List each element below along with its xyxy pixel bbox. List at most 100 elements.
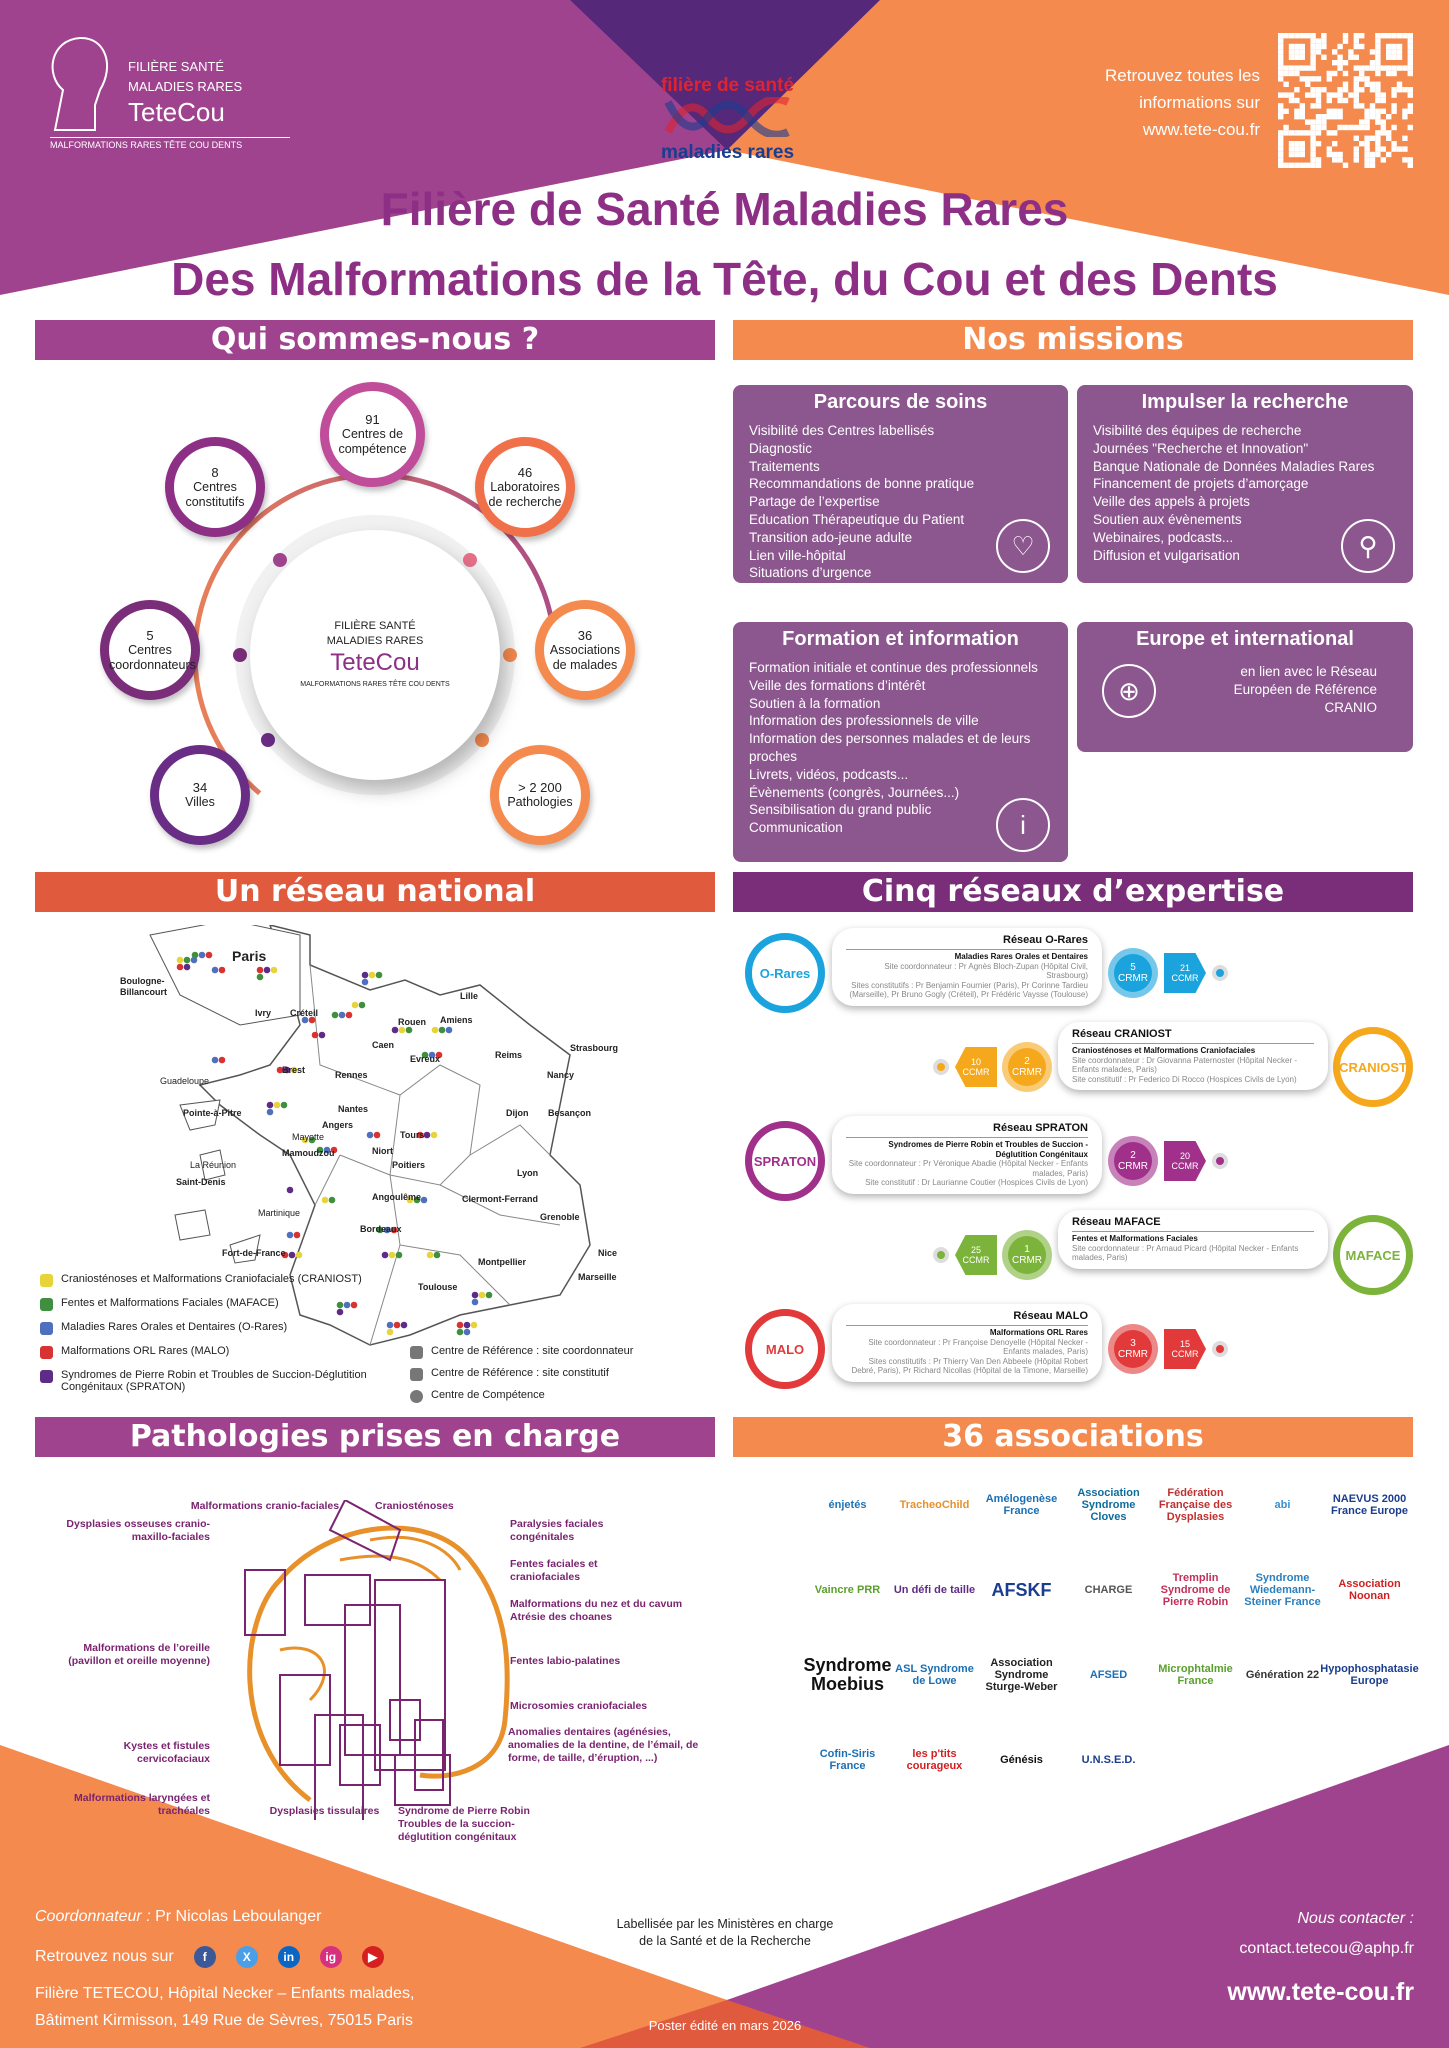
center-marker[interactable] bbox=[398, 1026, 406, 1034]
association-logo[interactable]: les p'tits courageux bbox=[906, 1748, 963, 1772]
center-marker[interactable] bbox=[211, 966, 219, 974]
center-marker[interactable] bbox=[400, 1321, 408, 1329]
center-marker[interactable] bbox=[191, 951, 199, 959]
center-marker[interactable] bbox=[343, 1301, 351, 1309]
center-marker[interactable] bbox=[368, 971, 376, 979]
association-logo[interactable]: Microphtalmie France bbox=[1158, 1663, 1233, 1687]
association-logo[interactable]: abi bbox=[1274, 1499, 1291, 1511]
center-marker[interactable] bbox=[190, 956, 198, 964]
center-marker[interactable] bbox=[211, 1056, 219, 1064]
association-logo[interactable]: Syndrome Wiedemann-Steiner France bbox=[1244, 1572, 1321, 1608]
association-logo[interactable]: TracheoChild bbox=[899, 1499, 970, 1511]
center-marker[interactable] bbox=[438, 1026, 446, 1034]
center-marker[interactable] bbox=[406, 1196, 414, 1204]
linkedin-icon[interactable]: in bbox=[277, 1946, 300, 1968]
association-logo[interactable]: Fédération Française des Dysplasies bbox=[1158, 1487, 1233, 1523]
center-marker[interactable] bbox=[423, 1131, 431, 1139]
center-marker[interactable] bbox=[330, 1146, 338, 1154]
center-marker[interactable] bbox=[293, 1231, 301, 1239]
center-marker[interactable] bbox=[256, 966, 264, 974]
association-logo[interactable]: Vaincre PRR bbox=[814, 1584, 881, 1596]
center-marker[interactable] bbox=[388, 1251, 396, 1259]
center-marker[interactable] bbox=[471, 1291, 479, 1299]
center-marker[interactable] bbox=[286, 1231, 294, 1239]
association-logo[interactable]: Association Syndrome Cloves bbox=[1077, 1487, 1140, 1523]
center-marker[interactable] bbox=[338, 1011, 346, 1019]
association-logo[interactable]: Un défi de taille bbox=[893, 1584, 976, 1596]
youtube-icon[interactable]: ▶ bbox=[361, 1946, 384, 1968]
center-marker[interactable] bbox=[323, 1146, 331, 1154]
center-marker[interactable] bbox=[381, 1251, 389, 1259]
center-marker[interactable] bbox=[263, 966, 271, 974]
center-marker[interactable] bbox=[288, 1251, 296, 1259]
instagram-icon[interactable]: ig bbox=[319, 1946, 342, 1968]
center-marker[interactable] bbox=[280, 1101, 288, 1109]
association-logo[interactable]: CHARGE bbox=[1084, 1584, 1133, 1596]
center-marker[interactable] bbox=[386, 1328, 394, 1336]
facebook-icon[interactable]: f bbox=[193, 1946, 216, 1968]
center-marker[interactable] bbox=[176, 956, 184, 964]
center-marker[interactable] bbox=[463, 1328, 471, 1336]
center-marker[interactable] bbox=[266, 1108, 274, 1116]
network-logo[interactable]: MAFACE bbox=[1333, 1215, 1413, 1295]
center-marker[interactable] bbox=[485, 1291, 493, 1299]
center-marker[interactable] bbox=[366, 1131, 374, 1139]
association-logo[interactable]: Génération 22 bbox=[1245, 1669, 1320, 1681]
center-marker[interactable] bbox=[328, 1196, 336, 1204]
association-logo[interactable]: Association Syndrome Sturge-Weber bbox=[985, 1657, 1058, 1693]
association-logo[interactable]: ASL Syndrome de Lowe bbox=[895, 1663, 974, 1687]
center-marker[interactable] bbox=[183, 956, 191, 964]
association-logo[interactable]: Association Noonan bbox=[1338, 1578, 1401, 1602]
center-marker[interactable] bbox=[413, 1196, 421, 1204]
center-marker[interactable] bbox=[290, 1066, 298, 1074]
center-marker[interactable] bbox=[463, 1321, 471, 1329]
association-logo[interactable]: Tremplin Syndrome de Pierre Robin bbox=[1160, 1572, 1231, 1608]
qr-code[interactable] bbox=[1278, 33, 1413, 168]
center-marker[interactable] bbox=[345, 1011, 353, 1019]
network-logo[interactable]: MALO bbox=[745, 1309, 825, 1389]
center-marker[interactable] bbox=[331, 1011, 339, 1019]
center-marker[interactable] bbox=[431, 1026, 439, 1034]
center-marker[interactable] bbox=[256, 973, 264, 981]
center-marker[interactable] bbox=[435, 1051, 443, 1059]
center-marker[interactable] bbox=[445, 1026, 453, 1034]
center-marker[interactable] bbox=[456, 1328, 464, 1336]
center-marker[interactable] bbox=[295, 1251, 303, 1259]
contact-email[interactable]: contact.tetecou@aphp.fr bbox=[1239, 1940, 1414, 1957]
center-marker[interactable] bbox=[420, 1196, 428, 1204]
center-marker[interactable] bbox=[316, 1146, 324, 1154]
center-marker[interactable] bbox=[405, 1026, 413, 1034]
center-marker[interactable] bbox=[393, 1321, 401, 1329]
center-marker[interactable] bbox=[276, 1066, 284, 1074]
center-marker[interactable] bbox=[391, 1026, 399, 1034]
center-marker[interactable] bbox=[421, 1051, 429, 1059]
network-logo[interactable]: CRANIOST bbox=[1333, 1027, 1413, 1107]
association-logo[interactable]: Syndrome Moebius bbox=[803, 1655, 892, 1694]
center-marker[interactable] bbox=[283, 1066, 291, 1074]
center-marker[interactable] bbox=[386, 1321, 394, 1329]
association-logo[interactable]: AFSKF bbox=[991, 1579, 1052, 1600]
website-link[interactable]: www.tete-cou.fr bbox=[1227, 1978, 1414, 2006]
center-marker[interactable] bbox=[376, 1226, 384, 1234]
center-marker[interactable] bbox=[336, 1301, 344, 1309]
center-marker[interactable] bbox=[270, 966, 278, 974]
center-marker[interactable] bbox=[301, 1016, 309, 1024]
center-marker[interactable] bbox=[351, 1001, 359, 1009]
center-marker[interactable] bbox=[361, 971, 369, 979]
center-marker[interactable] bbox=[470, 1321, 478, 1329]
center-marker[interactable] bbox=[301, 1136, 309, 1144]
center-marker[interactable] bbox=[218, 966, 226, 974]
association-logo[interactable]: Hypophosphatasie Europe bbox=[1320, 1663, 1419, 1687]
center-marker[interactable] bbox=[433, 1251, 441, 1259]
association-logo[interactable]: NAEVUS 2000 France Europe bbox=[1330, 1493, 1409, 1517]
info-url[interactable]: www.tete-cou.fr bbox=[1142, 120, 1260, 139]
center-marker[interactable] bbox=[176, 963, 184, 971]
center-marker[interactable] bbox=[266, 1101, 274, 1109]
association-logo[interactable]: Génésis bbox=[1000, 1754, 1043, 1766]
center-marker[interactable] bbox=[426, 1251, 434, 1259]
bluesky-icon[interactable]: X bbox=[235, 1946, 258, 1968]
center-marker[interactable] bbox=[471, 1298, 479, 1306]
center-marker[interactable] bbox=[318, 1031, 326, 1039]
center-marker[interactable] bbox=[336, 1308, 344, 1316]
center-marker[interactable] bbox=[308, 1136, 316, 1144]
